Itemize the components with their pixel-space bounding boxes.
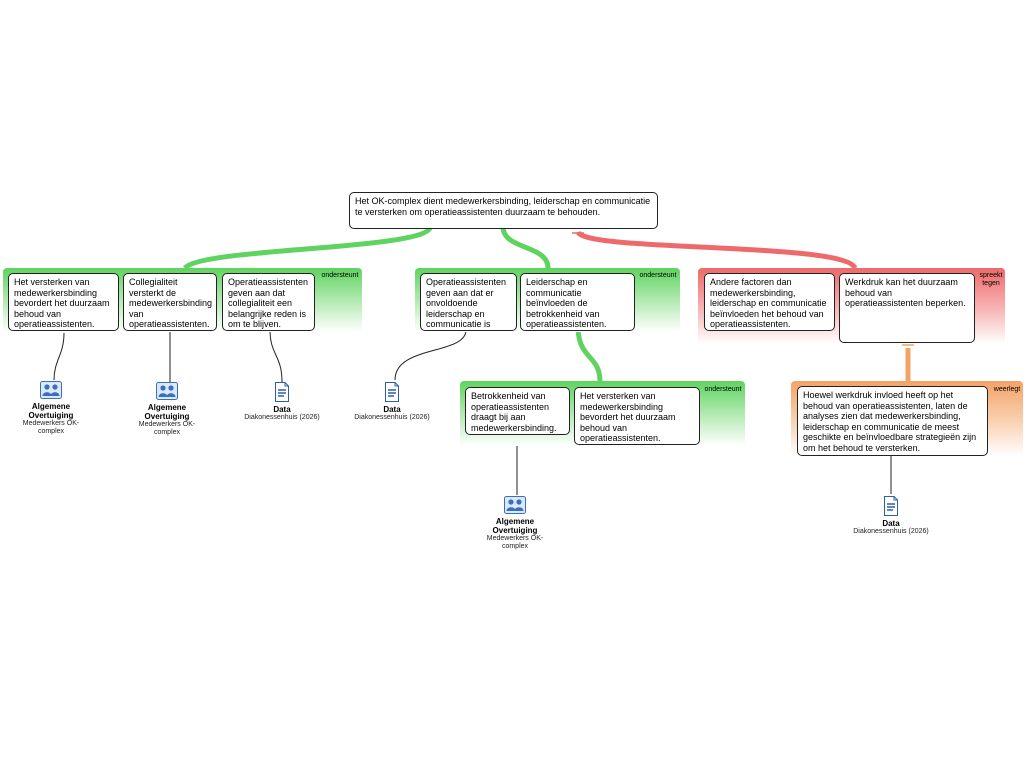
source-title: Data <box>383 405 401 414</box>
premise-box[interactable]: Leiderschap en communicatie beïnvloeden … <box>520 273 635 331</box>
premise-box[interactable]: Werkdruk kan het duurzaam behoud van ope… <box>839 273 975 343</box>
source-title: Algemene Overtuiging <box>492 517 538 535</box>
source-connector <box>53 332 65 381</box>
source-badge[interactable]: Algemene Overtuiging Medewerkers OK-comp… <box>127 382 207 437</box>
document-icon <box>275 382 289 402</box>
source-badge[interactable]: Data Diakonessenhuis (2026) <box>352 382 432 422</box>
source-subtitle: Medewerkers OK-complex <box>138 421 196 436</box>
source-connector <box>394 329 467 381</box>
premise-box[interactable]: Andere factoren dan medewerkersbinding, … <box>704 273 835 331</box>
premise-box[interactable]: Operatieassistenten geven aan dat colleg… <box>222 273 315 331</box>
source-subtitle: Diakonessenhuis (2026) <box>244 414 320 421</box>
premise-box[interactable]: Operatieassistenten geven aan dat er onv… <box>420 273 517 331</box>
support-connector <box>575 329 603 383</box>
document-icon <box>385 382 399 402</box>
source-title: Algemene Overtuiging <box>144 403 190 421</box>
premise-box[interactable]: Hoewel werkdruk invloed heeft op het beh… <box>797 386 988 456</box>
source-subtitle: Diakonessenhuis (2026) <box>853 528 929 535</box>
source-badge[interactable]: Algemene Overtuiging Medewerkers OK-comp… <box>11 381 91 436</box>
root-claim[interactable]: Het OK-complex dient medewerkersbinding,… <box>349 192 658 229</box>
source-badge[interactable]: Algemene Overtuiging Medewerkers OK-comp… <box>475 496 555 551</box>
relation-label: ondersteunt <box>321 272 359 279</box>
premise-box[interactable]: Het versterken van medewerkersbinding be… <box>574 387 700 445</box>
source-badge[interactable]: Data Diakonessenhuis (2026) <box>851 496 931 536</box>
source-title: Data <box>882 519 900 528</box>
oppose-connector <box>575 230 858 270</box>
support-connector <box>183 226 433 270</box>
premise-box[interactable]: Het versterken van medewerkersbinding be… <box>8 273 119 331</box>
source-title: Algemene Overtuiging <box>28 402 74 420</box>
relation-label: spreekt tegen <box>979 272 1003 287</box>
source-badge[interactable]: Data Diakonessenhuis (2026) <box>242 382 322 422</box>
premise-box[interactable]: Collegialiteit versterkt de medewerkersb… <box>123 273 217 331</box>
support-connector <box>500 227 551 269</box>
premise-box[interactable]: Betrokkenheid van operatieassistenten dr… <box>465 387 570 435</box>
source-subtitle: Diakonessenhuis (2026) <box>354 414 430 421</box>
source-title: Data <box>273 405 291 414</box>
people-icon <box>156 382 178 400</box>
source-connector <box>269 329 283 383</box>
source-subtitle: Medewerkers OK-complex <box>22 420 80 435</box>
relation-label: ondersteunt <box>704 386 742 393</box>
people-icon <box>504 496 526 514</box>
relation-label: weerlegt <box>993 386 1021 393</box>
people-icon <box>40 381 62 399</box>
relation-label: ondersteunt <box>639 272 677 279</box>
document-icon <box>884 496 898 516</box>
source-subtitle: Medewerkers OK-complex <box>486 535 544 550</box>
